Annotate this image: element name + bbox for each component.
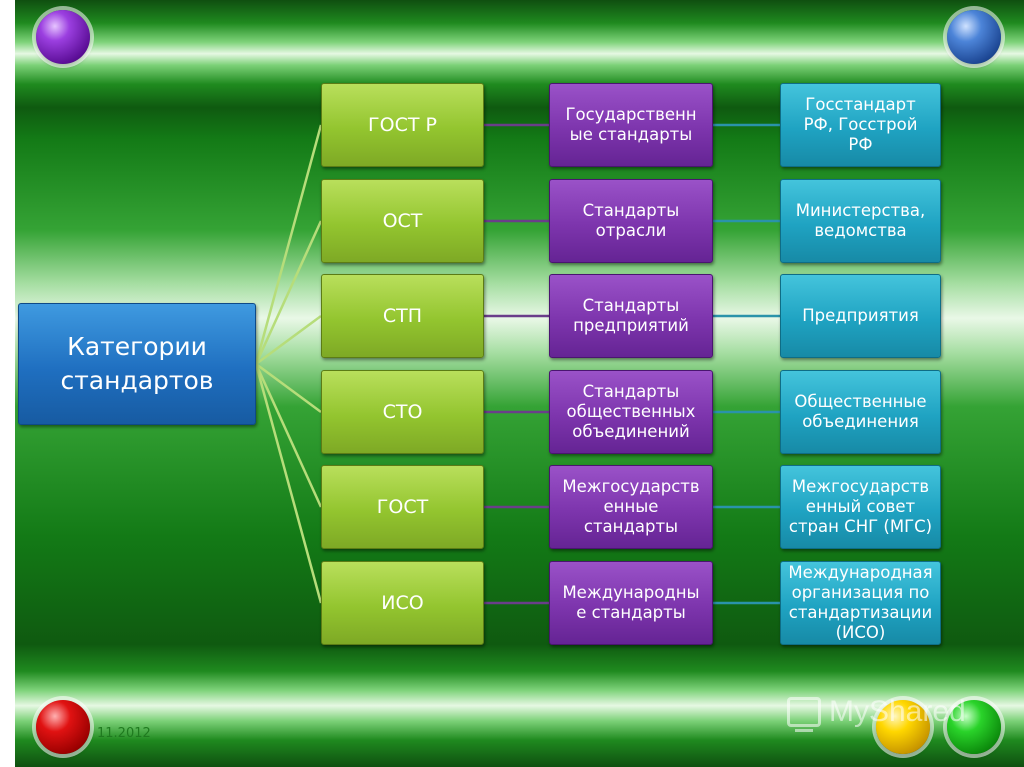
category-box: ИСО <box>321 561 484 645</box>
organization-box: Предприятия <box>780 274 941 358</box>
category-box: ГОСТ <box>321 465 484 549</box>
category-label: ГОСТ Р <box>368 113 437 136</box>
standard-type-label-line: Международны <box>562 583 700 603</box>
organization-label-line: ведомства <box>814 221 907 240</box>
standard-type-label-line: Государственн <box>565 105 697 125</box>
root-to-category-line <box>255 362 322 414</box>
organization-label-line: стандартизации <box>788 603 933 622</box>
organization-label-line: РФ <box>848 134 873 154</box>
standard-type-label-line: Стандарты <box>582 296 680 316</box>
connector-group <box>254 123 780 605</box>
organization-label-line: Госстандарт <box>805 95 916 115</box>
category-box: ОСТ <box>321 179 484 263</box>
category-label: СТП <box>382 304 423 327</box>
category-box: ГОСТ Р <box>321 83 484 167</box>
yellow-ball-icon <box>876 700 930 754</box>
organization-label-line: енный совет <box>805 497 916 517</box>
standard-type-label-line: стандарты <box>583 516 679 536</box>
category-label: ИСО <box>381 591 424 614</box>
organization-label-line: Межгосударств <box>791 477 930 497</box>
organization-label-line: организация по <box>791 583 930 603</box>
organization-label-line: Международная <box>788 563 933 583</box>
category-label: ОСТ <box>382 209 423 232</box>
watermark: MyShared <box>787 690 997 734</box>
root-node-categories: Категории стандартов <box>18 303 256 425</box>
category-box: СТП <box>321 274 484 358</box>
category-label: СТО <box>382 400 423 423</box>
category-label: ГОСТ <box>376 495 429 518</box>
red-ball-icon <box>36 700 90 754</box>
root-to-category-line <box>254 220 323 365</box>
category-box: СТО <box>321 370 484 454</box>
organization-box: Министерства,ведомства <box>780 179 941 263</box>
root-to-category-line <box>254 124 323 365</box>
root-node-line: стандартов <box>60 366 214 395</box>
root-node-line: Категории <box>67 332 207 362</box>
organization-label-line: объединения <box>802 412 919 431</box>
organization-label-line: Общественные <box>794 392 927 412</box>
standard-type-label-line: объединений <box>572 421 690 441</box>
root-to-category-line <box>254 363 323 604</box>
organization-label-line: Министерства, <box>795 201 926 221</box>
standard-type-label-line: Межгосударств <box>562 477 700 497</box>
root-to-category-line <box>254 363 323 508</box>
root-to-category-line <box>255 314 322 366</box>
organization-label-line: стран СНГ (МГС) <box>788 516 933 536</box>
standard-type-label-line: предприятий <box>573 316 689 335</box>
watermark-screen-icon <box>787 697 821 732</box>
organization-label-line: Предприятия <box>802 306 919 326</box>
standard-type-label-line: отрасли <box>595 221 667 240</box>
standard-type-label-line: ые стандарты <box>569 125 693 144</box>
organization-label-line: (ИСО) <box>835 622 886 642</box>
standard-type-label-line: Стандарты <box>582 382 680 402</box>
standard-type-label-line: енные <box>603 497 659 517</box>
footer-date: 11.2012 <box>97 726 151 741</box>
standard-type-label-line: общественных <box>566 402 696 422</box>
watermark-text: MyShared <box>829 695 966 728</box>
purple-ball-icon <box>36 10 90 64</box>
blue-ball-icon <box>947 10 1001 64</box>
standard-type-label-line: Стандарты <box>582 201 680 221</box>
standard-type-label-line: е стандарты <box>576 603 686 622</box>
green-ball-icon <box>947 700 1001 754</box>
organization-label-line: РФ, Госстрой <box>803 115 918 135</box>
